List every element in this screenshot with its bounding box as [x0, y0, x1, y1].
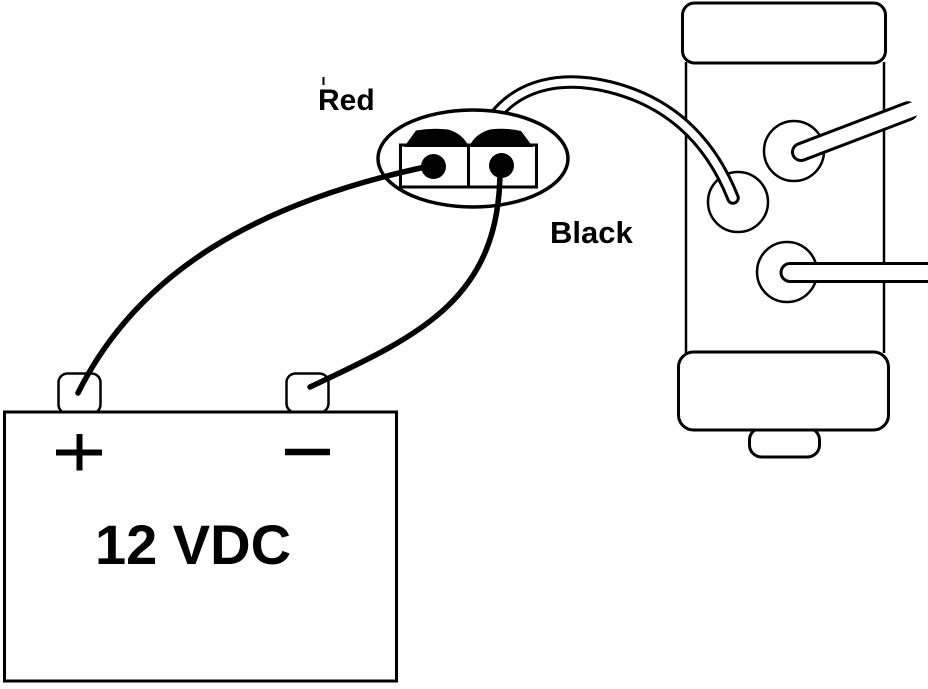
connector-to-device-tube [488, 75, 740, 205]
device-foot [748, 426, 821, 459]
connector-plug [376, 108, 570, 209]
red-wire-label: Red [318, 84, 375, 117]
device-bottom-cap [677, 350, 890, 432]
connector-housing-left [404, 128, 468, 147]
battery: 12 VDC [3, 372, 398, 683]
device-top-cap [681, 1, 887, 65]
black-wire-label: Black [550, 215, 633, 250]
connector-pin-left [421, 154, 446, 179]
positive-symbol [56, 434, 102, 471]
black-wire [307, 167, 503, 390]
connector-pin-right [489, 153, 514, 178]
device [677, 1, 890, 459]
battery-body [3, 410, 398, 683]
connector-housing-right [470, 128, 533, 147]
battery-voltage-label: 12 VDC [95, 513, 291, 576]
red-wire [75, 163, 433, 396]
upper-right-tube [791, 101, 922, 162]
